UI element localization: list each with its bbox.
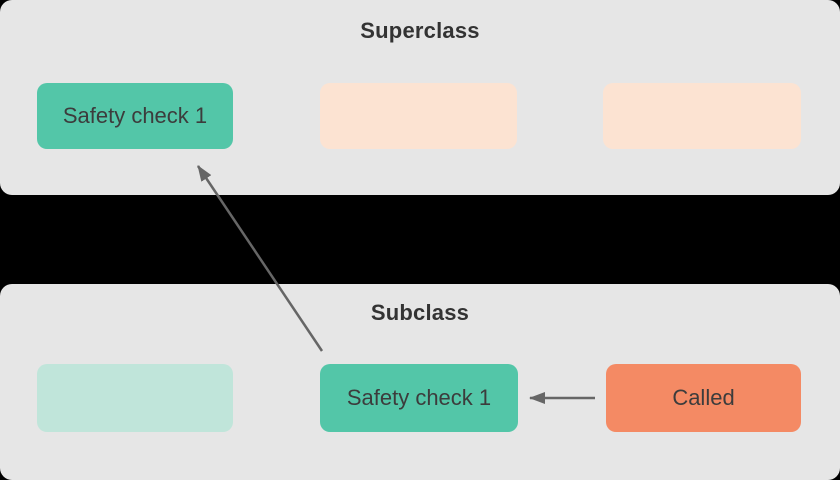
subclass-placeholder-box [37,364,233,432]
superclass-panel: Superclass Safety check 1 [0,0,840,195]
subclass-title: Subclass [370,300,470,325]
called-box: Called [606,364,801,432]
subclass-panel: Subclass Safety check 1 Called [0,284,840,480]
superclass-placeholder-box-2 [603,83,801,149]
called-label: Called [672,385,735,410]
superclass-safety-check-label: Safety check 1 [62,103,208,128]
subclass-safety-check-box: Safety check 1 [320,364,518,432]
superclass-title: Superclass [360,18,480,43]
subclass-safety-check-label: Safety check 1 [346,385,492,410]
superclass-safety-check-box: Safety check 1 [37,83,233,149]
superclass-placeholder-box-1 [320,83,517,149]
